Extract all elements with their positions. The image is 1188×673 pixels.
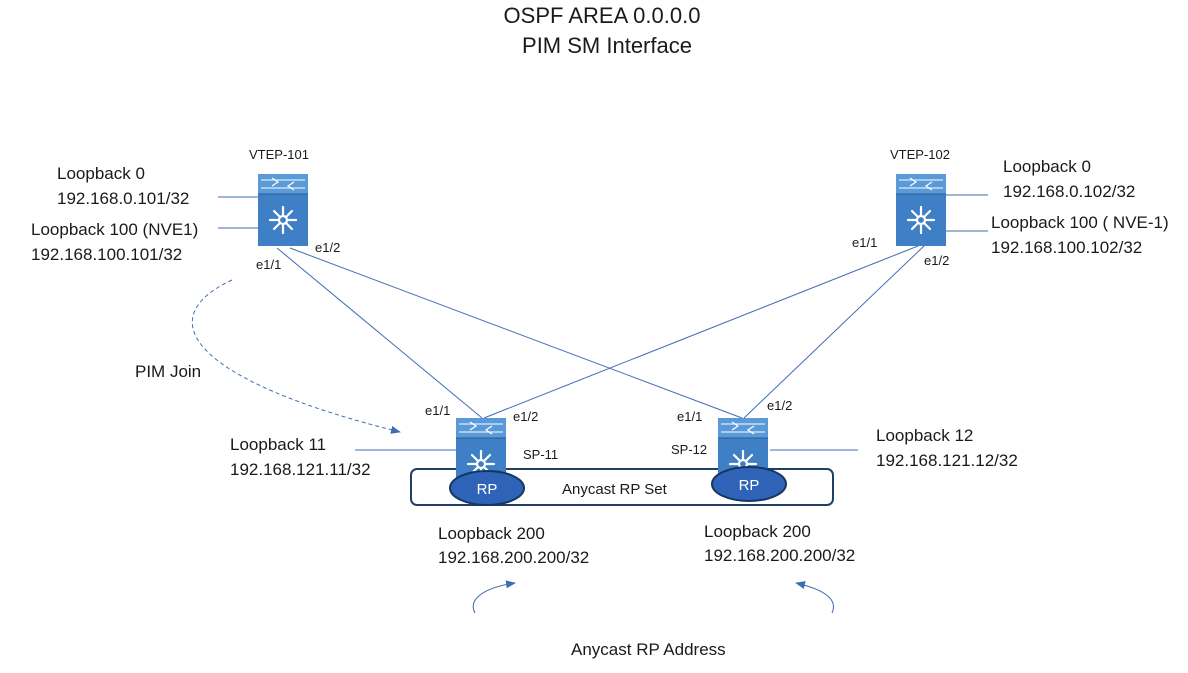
nexus-switch-icon-vtep101 <box>256 172 310 248</box>
vtep102-port-e11: e1/1 <box>852 235 877 250</box>
sp11-lo200-label: Loopback 200 <box>438 524 545 543</box>
sp12-lo200-ip: 192.168.200.200/32 <box>704 546 855 565</box>
vtep102-lo100-label: Loopback 100 ( NVE-1) <box>991 213 1169 232</box>
vtep101-name: VTEP-101 <box>249 147 309 162</box>
sp11-name: SP-11 <box>523 447 558 462</box>
anycast-address-label: Anycast RP Address <box>571 640 726 659</box>
sp11-lo11-label: Loopback 11 <box>230 435 326 454</box>
sp12-port-e11: e1/1 <box>677 409 702 424</box>
vtep101-lo0-label: Loopback 0 <box>57 164 145 183</box>
sp11-port-e11: e1/1 <box>425 403 450 418</box>
sp11-lo200-ip: 192.168.200.200/32 <box>438 548 589 567</box>
sp11-lo11-ip: 192.168.121.11/32 <box>230 460 371 479</box>
pim-join-label: PIM Join <box>135 362 201 381</box>
pim-join-arrow <box>191 279 401 434</box>
sp12-name: SP-12 <box>671 442 707 457</box>
vtep101-port-e12: e1/2 <box>315 240 340 255</box>
nexus-switch-icon-vtep102 <box>894 172 948 248</box>
vtep102-lo0-label: Loopback 0 <box>1003 157 1091 176</box>
link-vtep102-sp12 <box>743 245 925 419</box>
vtep101-lo100-ip: 192.168.100.101/32 <box>31 245 182 264</box>
anycast-arrow-left <box>472 580 516 614</box>
rp-oval-sp12 <box>711 466 787 502</box>
vtep102-name: VTEP-102 <box>890 147 950 162</box>
rp-label-sp11: RP <box>477 481 498 498</box>
anycast-rp-set-box <box>410 468 834 506</box>
vtep102-lo0-ip: 192.168.0.102/32 <box>1003 182 1135 201</box>
sp12-port-e12: e1/2 <box>767 398 792 413</box>
rp-label-sp12: RP <box>739 477 760 494</box>
title-line-2: PIM SM Interface <box>522 33 692 58</box>
sp11-port-e12: e1/2 <box>513 409 538 424</box>
title-line-1: OSPF AREA 0.0.0.0 <box>504 3 701 28</box>
link-vtep101-sp12 <box>289 247 743 419</box>
anycast-arrow-right <box>795 581 834 614</box>
vtep101-lo100-label: Loopback 100 (NVE1) <box>31 220 198 239</box>
sp12-lo12-ip: 192.168.121.12/32 <box>876 451 1018 470</box>
link-vtep102-sp11 <box>483 245 919 419</box>
link-vtep101-sp11 <box>276 247 483 419</box>
vtep102-lo100-ip: 192.168.100.102/32 <box>991 238 1142 257</box>
vtep101-port-e11: e1/1 <box>256 257 281 272</box>
anycast-rp-set-label: Anycast RP Set <box>562 481 668 498</box>
rp-oval-sp11 <box>449 470 525 506</box>
sp12-lo200-label: Loopback 200 <box>704 522 811 541</box>
sp12-lo12-label: Loopback 12 <box>876 426 973 445</box>
vtep102-port-e12: e1/2 <box>924 253 949 268</box>
vtep101-lo0-ip: 192.168.0.101/32 <box>57 189 189 208</box>
